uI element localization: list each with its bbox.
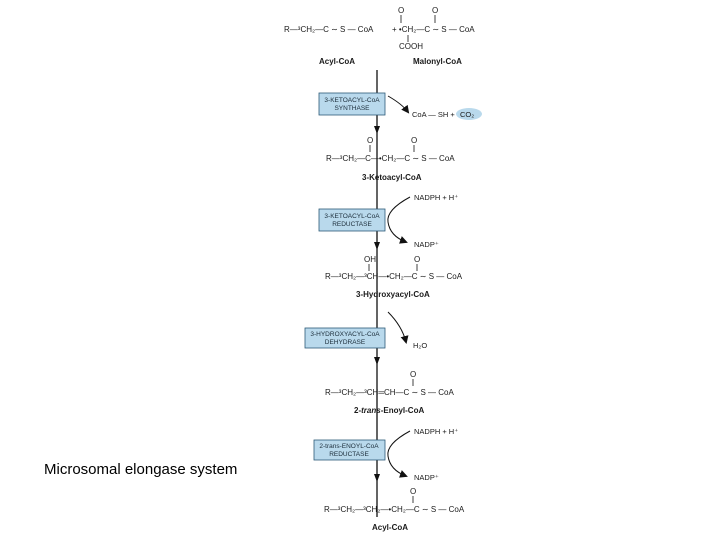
keto-reductase-line-1: 3-KETOACYL-CoA	[324, 213, 380, 220]
product-o: O	[410, 487, 416, 496]
keto-reductase-nadp: NADP⁺	[414, 240, 439, 249]
coa-sh-product: CoA — SH +	[412, 110, 455, 119]
product-acyl-coa-label: Acyl-CoA	[372, 523, 408, 532]
synthase-side-arrow	[387, 95, 410, 114]
enoyl-reductase-line-2: REDUCTASE	[329, 451, 369, 458]
step-substrates: O O R—³CH₂—C ∼ S — CoA + •CH₂—C ∼ S — Co…	[284, 6, 475, 66]
co2-product: CO₂	[460, 110, 474, 119]
enoyl-o: O	[410, 370, 416, 379]
hydroxy-oh: OH	[364, 255, 376, 264]
hydroxyacyl-coa-structure: R—³CH₂—³CH—•CH₂—C ∼ S — CoA	[325, 272, 463, 281]
arrowhead-3	[374, 357, 380, 365]
step-hydroxyacyl: OH O R—³CH₂—³CH—•CH₂—C ∼ S — CoA 3-Hydro…	[325, 255, 463, 299]
dehydrase-box	[304, 327, 386, 349]
enoyl-reductase-nadp: NADP⁺	[414, 473, 439, 482]
enzyme-synthase: 3-KETOACYL-CoA SYNTHASE CoA — SH + CO₂	[318, 92, 482, 120]
keto-reductase-side-arrow	[387, 196, 411, 244]
enoyl-reductase-box	[313, 439, 386, 461]
arrowhead-1	[374, 126, 380, 134]
synthase-line-2: SYNTHASE	[334, 105, 370, 112]
co2-highlight	[456, 108, 482, 120]
keto-o-1: O	[367, 136, 373, 145]
step-product: O R—³CH₂—³CH₂—•CH₂—C ∼ S — CoA Acyl-CoA	[324, 487, 465, 532]
keto-reductase-nadph: NADPH + H⁺	[414, 193, 458, 202]
enoyl-coa-label: 2-trans-Enoyl-CoA	[354, 406, 424, 415]
keto-reductase-line-2: REDUCTASE	[332, 221, 372, 228]
malonyl-coa-label: Malonyl-CoA	[413, 57, 462, 66]
enzyme-dehydrase: 3-HYDROXYACYL-CoA DEHYDRASE H₂O	[304, 311, 427, 350]
acyl-coa-label: Acyl-CoA	[319, 57, 355, 66]
product-acyl-coa-structure: R—³CH₂—³CH₂—•CH₂—C ∼ S — CoA	[324, 505, 465, 514]
dehydrase-water: H₂O	[413, 341, 427, 350]
acyl-coa-structure: R—³CH₂—C ∼ S — CoA	[284, 25, 374, 34]
dehydrase-line-1: 3-HYDROXYACYL-CoA	[310, 331, 380, 338]
hydroxyacyl-coa-label: 3-Hydroxyacyl-CoA	[356, 290, 430, 299]
enzyme-keto-reductase: 3-KETOACYL-CoA REDUCTASE NADPH + H⁺ NADP…	[318, 193, 458, 249]
enoyl-reductase-side-arrow	[387, 430, 411, 478]
malonyl-coa-structure: + •CH₂—C ∼ S — CoA	[392, 25, 475, 34]
acyl-carbonyl-o: O	[398, 6, 404, 15]
malonyl-carbonyl-o: O	[432, 6, 438, 15]
synthase-box	[318, 92, 386, 116]
enoyl-coa-structure: R—³CH₂—³CH═CH—C ∼ S — CoA	[325, 388, 454, 397]
slide-caption: Microsomal elongase system	[44, 461, 238, 478]
step-enoyl: O R—³CH₂—³CH═CH—C ∼ S — CoA 2-trans-Enoy…	[325, 370, 454, 415]
dehydrase-line-2: DEHYDRASE	[325, 339, 366, 346]
dehydrase-side-arrow	[387, 311, 409, 344]
enoyl-reductase-line-1: 2-trans-ENOYL-CoA	[319, 443, 379, 450]
ketoacyl-coa-label: 3-Ketoacyl-CoA	[362, 173, 422, 182]
cooh-group: COOH	[399, 42, 423, 51]
enoyl-reductase-nadph: NADPH + H⁺	[414, 427, 458, 436]
step-ketoacyl: O O R—³CH₂—C—•CH₂—C ∼ S — CoA 3-Ketoacyl…	[326, 136, 455, 182]
synthase-line-1: 3-KETOACYL-CoA	[324, 97, 380, 104]
keto-o-2: O	[411, 136, 417, 145]
hydroxy-o: O	[414, 255, 420, 264]
arrowhead-2	[374, 242, 380, 250]
enzyme-enoyl-reductase: 2-trans-ENOYL-CoA REDUCTASE NADPH + H⁺ N…	[313, 427, 458, 482]
keto-reductase-box	[318, 208, 386, 232]
ketoacyl-coa-structure: R—³CH₂—C—•CH₂—C ∼ S — CoA	[326, 154, 455, 163]
arrowhead-4	[374, 474, 380, 482]
